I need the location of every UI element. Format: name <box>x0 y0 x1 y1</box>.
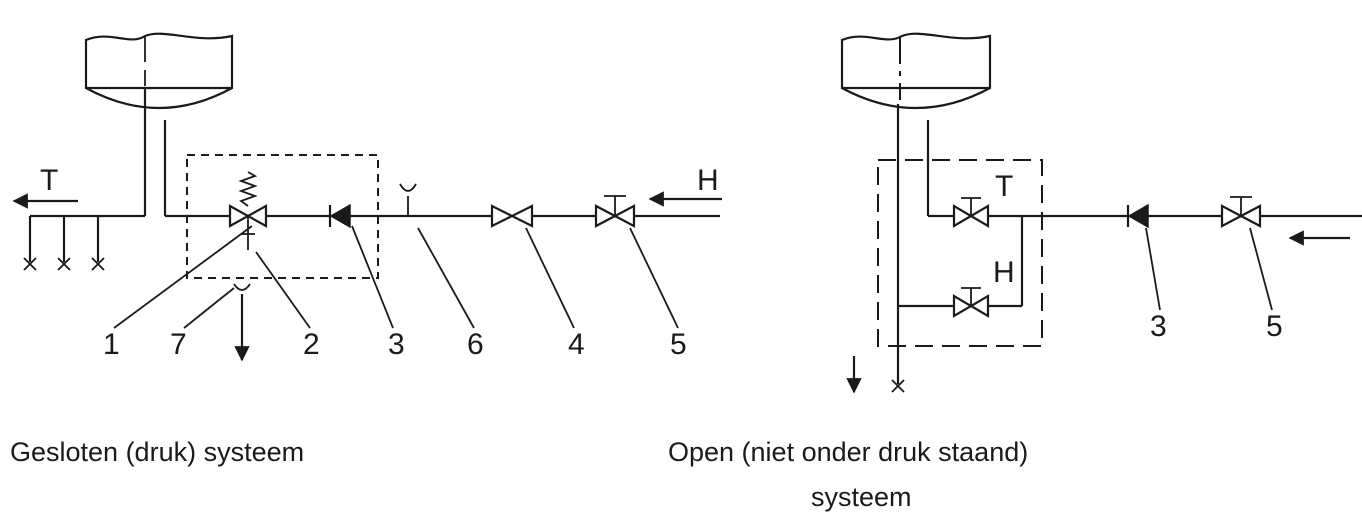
left-number-1: 1 <box>103 328 120 361</box>
vent-funnel-icon <box>399 183 417 216</box>
right-stop-valve-icon <box>1220 196 1262 228</box>
right-label-H: H <box>993 256 1015 289</box>
left-leader-lines <box>113 225 679 329</box>
left-number-2: 2 <box>303 328 320 361</box>
left-number-3: 3 <box>388 328 405 361</box>
right-tank <box>840 32 992 109</box>
left-drain-taps <box>23 216 105 271</box>
left-caption: Gesloten (druk) systeem <box>10 437 304 467</box>
left-check-valve-icon <box>328 203 351 229</box>
right-check-valve-icon <box>1126 203 1149 229</box>
right-assembly-boundary <box>877 159 1043 347</box>
left-number-7: 7 <box>170 328 187 361</box>
safety-valve-icon <box>228 171 268 250</box>
shutoff-valve-icon <box>490 204 534 228</box>
closed-system-diagram: T <box>10 32 722 467</box>
left-number-4: 4 <box>568 328 585 361</box>
right-number-3: 3 <box>1150 310 1167 343</box>
right-valve-H-icon <box>952 287 990 318</box>
left-label-T: T <box>40 164 58 197</box>
left-number-5: 5 <box>670 328 687 361</box>
open-system-diagram: T H 3 5 Open (niet onder d <box>668 32 1362 512</box>
right-number-5: 5 <box>1266 310 1283 343</box>
right-caption-line1: Open (niet onder druk staand) <box>668 437 1028 467</box>
right-caption-line2: systeem <box>811 482 912 512</box>
right-valve-T-icon <box>952 197 990 228</box>
left-tank <box>84 32 234 109</box>
stop-valve-icon <box>594 195 636 228</box>
left-assembly-boundary <box>186 154 379 279</box>
right-label-T: T <box>995 170 1013 203</box>
left-label-H: H <box>697 164 719 197</box>
drain-funnel-icon <box>233 283 251 362</box>
left-number-6: 6 <box>467 328 484 361</box>
